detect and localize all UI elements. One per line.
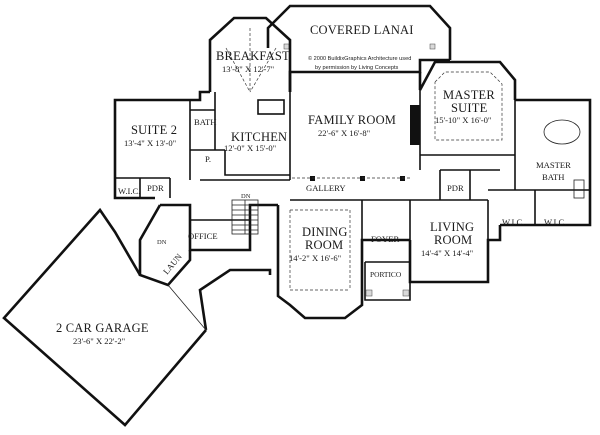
breakfast-label: BREAKFAST (216, 49, 290, 63)
exterior-walls (113, 58, 592, 320)
dining-room-label-1: DINING (302, 225, 348, 239)
living-room-label-2: ROOM (434, 233, 472, 247)
pdr-left-label: PDR (147, 183, 164, 193)
pantry-label: P. (205, 154, 211, 164)
pdr-right-label: PDR (447, 183, 464, 193)
garage-label: 2 CAR GARAGE (56, 321, 149, 335)
bath-label: BATH (194, 117, 216, 127)
living-room-label-1: LIVING (430, 220, 474, 234)
kitchen-dims: 12'-0" X 15'-0" (224, 143, 276, 153)
suite-2-label: SUITE 2 (131, 123, 177, 137)
wic-right-2-label: W.I.C. (544, 217, 566, 227)
gallery-label: GALLERY (306, 183, 346, 193)
master-suite-dims: 15'-10" X 16'-0" (435, 115, 491, 125)
family-room-label: FAMILY ROOM (308, 113, 396, 127)
garage-area (2, 207, 272, 427)
wic-suite2-label: W.I.C. (118, 186, 140, 196)
master-bath-label-2: BATH (542, 172, 564, 182)
credit-line-1: © 2000 BuildixGraphics Architecture used (308, 55, 411, 62)
garage-down-label: DN (157, 239, 167, 246)
wic-right-1-label: W.I.C. (502, 217, 524, 227)
laundry-label: LAUN (161, 251, 185, 276)
dining-room-label-2: ROOM (305, 238, 343, 252)
kitchen-label: KITCHEN (231, 130, 287, 144)
living-room-dims: 14'-4" X 14'-4" (421, 248, 473, 258)
covered-lanai-area (266, 4, 452, 60)
staircase (231, 199, 259, 235)
credit-line-2: by permission by Living Concepts (315, 65, 399, 71)
office-label: OFFICE (188, 231, 218, 241)
garage-dims: 23'-6" X 22'-2" (73, 336, 125, 346)
foyer-label: FOYER (371, 234, 399, 244)
portico-label: PORTICO (370, 270, 402, 279)
suite-2-dims: 13'-4" X 13'-0" (124, 138, 176, 148)
breakfast-area (208, 16, 292, 93)
interior-walls (115, 71, 590, 291)
dining-room-dims: 14'-2" X 16'-6" (289, 253, 341, 263)
covered-lanai-label: COVERED LANAI (310, 23, 414, 37)
master-suite-label-1: MASTER (443, 88, 495, 102)
master-bath-label-1: MASTER (536, 160, 571, 170)
master-suite-label-2: SUITE (451, 101, 488, 115)
breakfast-dims: 13'-8" X 12'-7" (222, 64, 274, 74)
stair-down-label: DN (241, 193, 251, 200)
family-room-dims: 22'-6" X 16'-8" (318, 128, 370, 138)
